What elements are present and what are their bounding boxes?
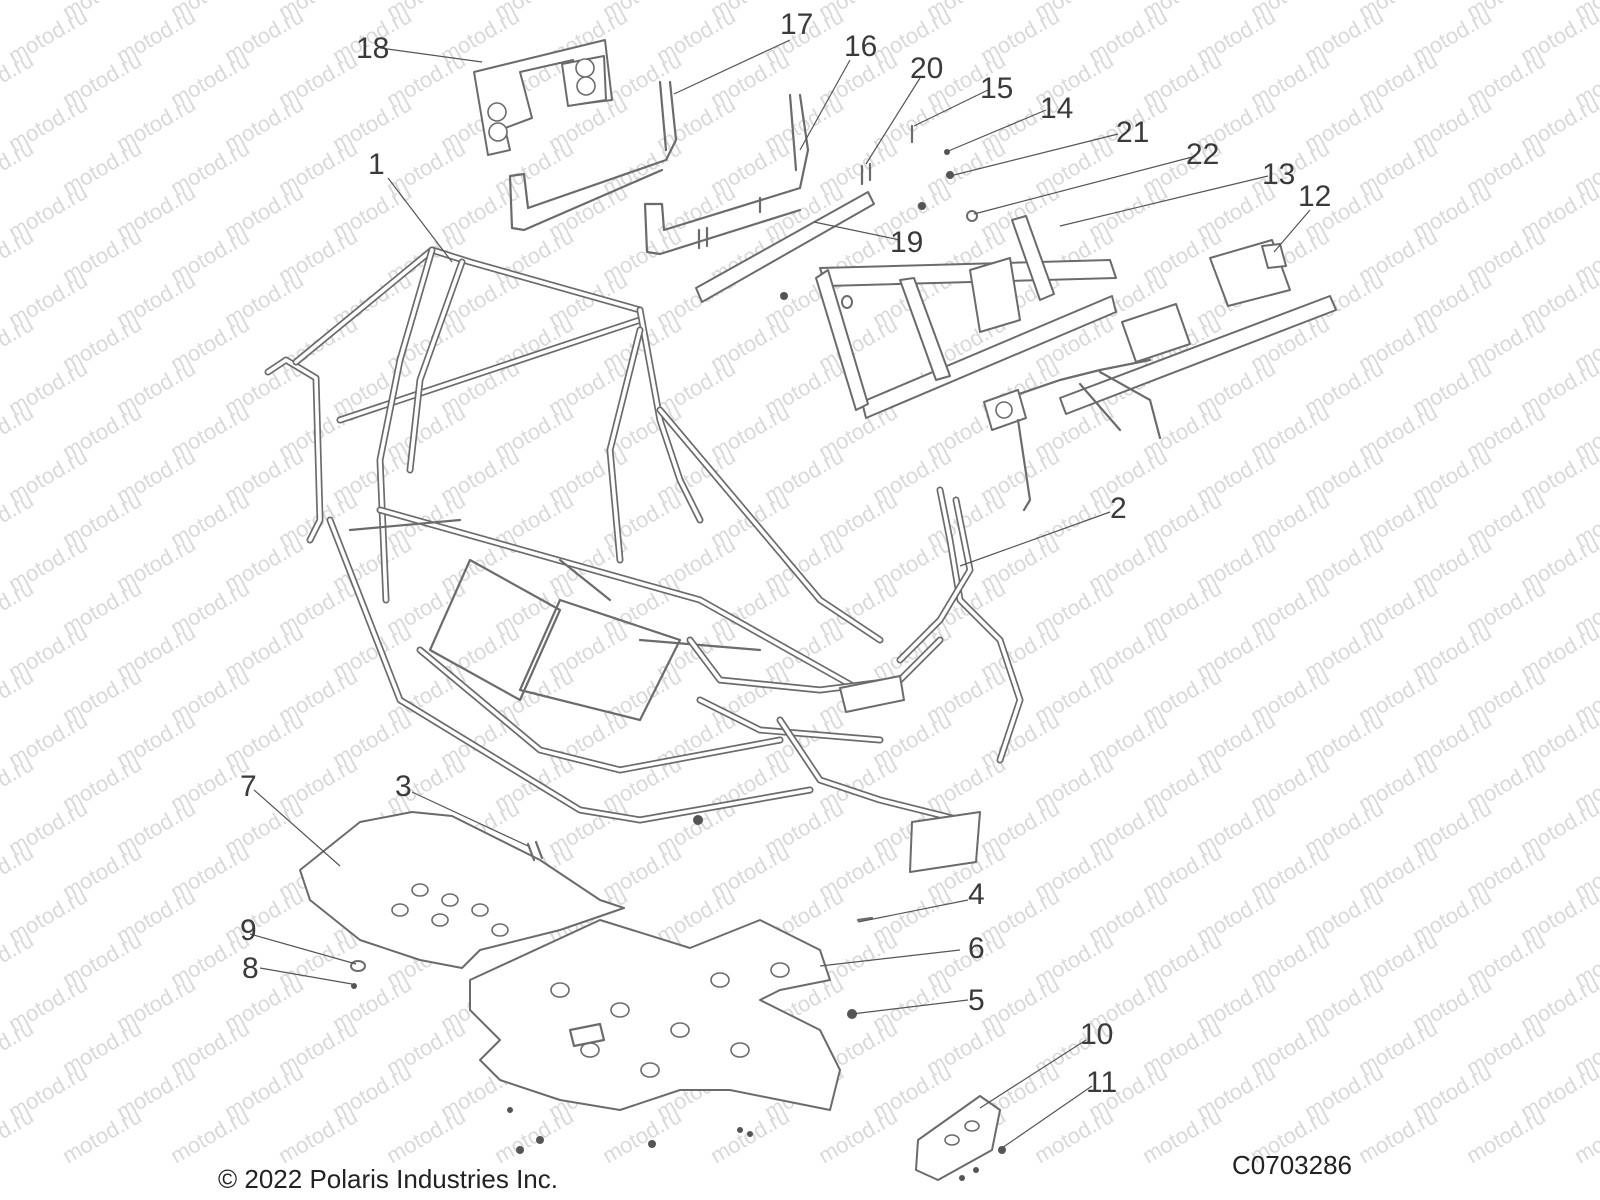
callout-21: 21 (1116, 116, 1149, 149)
seat-bracket-right[interactable] (643, 93, 810, 256)
callout-20: 20 (910, 52, 943, 85)
callout-4: 4 (968, 878, 985, 911)
main-frame[interactable] (264, 246, 884, 824)
callout-16: 16 (844, 30, 877, 63)
skid-plate-front[interactable] (469, 919, 841, 1111)
seat-bracket-left[interactable] (508, 80, 678, 232)
callout-9: 9 (240, 914, 257, 947)
copyright-notice: © 2022 Polaris Industries Inc. (218, 1164, 558, 1194)
callout-13: 13 (1262, 158, 1295, 191)
callout-19: 19 (890, 226, 923, 259)
watermark-layer: motod.ru motod.ru motod.ru motod.ru motod.ru… (0, 0, 1600, 1168)
watermark-text: motod.ru (1030, 1103, 1118, 1168)
rear-subframe[interactable] (815, 215, 1117, 419)
callout-3: 3 (395, 770, 412, 803)
seat-rail[interactable] (695, 191, 875, 303)
watermark-text: motod.ru (0, 0, 38, 24)
leader-lines (249, 39, 1311, 1149)
callout-22: 22 (1186, 138, 1219, 171)
skid-plate-rear[interactable] (299, 811, 625, 969)
watermark-text: motod.ru (1354, 1103, 1442, 1168)
watermark-text: motod.ru (1570, 1103, 1600, 1168)
front-frame[interactable] (686, 486, 1024, 873)
callout-6: 6 (968, 932, 985, 965)
callout-labels: 1 2 3 4 5 6 7 8 9 10 11 12 13 14 15 16 1… (240, 8, 1331, 1099)
watermark-text: motod.ru (166, 1103, 254, 1168)
seat-back-bracket[interactable] (473, 39, 613, 156)
callout-14: 14 (1040, 92, 1073, 125)
callout-18: 18 (356, 32, 389, 65)
callout-15: 15 (980, 72, 1013, 105)
callout-1: 1 (368, 148, 385, 181)
rear-engine-cradle[interactable] (983, 239, 1337, 512)
watermark-text: motod.ru (814, 1103, 902, 1168)
watermark-text: motod.ru (1462, 1103, 1550, 1168)
fastener-group-lower[interactable] (350, 815, 1006, 1181)
watermark-text: motod.ru (58, 1103, 146, 1168)
callout-17: 17 (780, 8, 813, 41)
callout-11: 11 (1086, 1066, 1117, 1099)
watermark-text: motod.ru (598, 1103, 686, 1168)
watermark-text: motod.ru (382, 1103, 470, 1168)
callout-12: 12 (1298, 180, 1331, 213)
callout-5: 5 (968, 984, 985, 1017)
callout-2: 2 (1110, 492, 1127, 525)
callout-10: 10 (1080, 1018, 1113, 1051)
callout-8: 8 (242, 952, 259, 985)
fastener-group-upper[interactable] (697, 124, 978, 309)
watermark-text: motod.ru (1138, 1103, 1226, 1168)
watermark-text: motod.ru (274, 1103, 362, 1168)
watermark-text: motod.ru (490, 1103, 578, 1168)
diagram-code: C0703286 (1232, 1150, 1352, 1180)
callout-7: 7 (240, 770, 257, 803)
skid-bracket[interactable] (915, 1095, 1001, 1181)
